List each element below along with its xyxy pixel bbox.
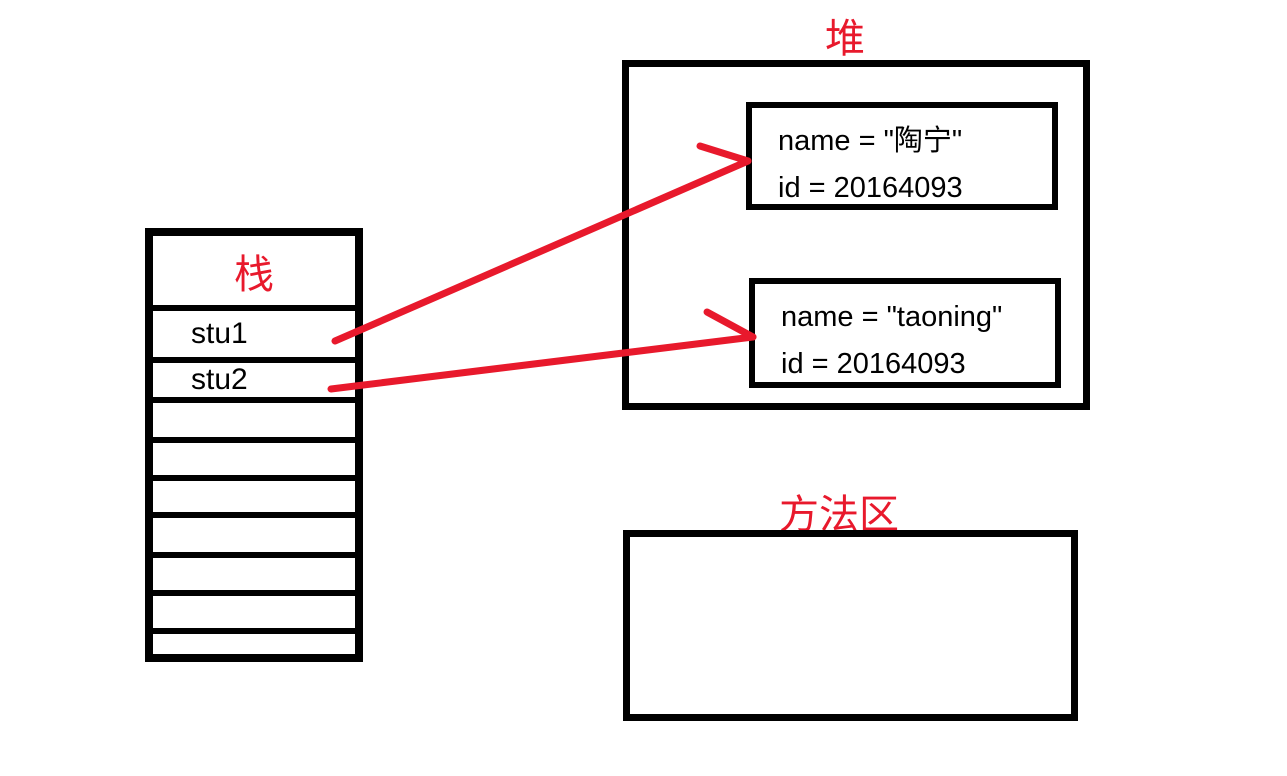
stack-box: 栈 stu1 stu2 [145,228,363,662]
stack-cell-stu2: stu2 [153,357,355,397]
stack-cell-empty [153,437,355,475]
method-area-label: 方法区 [779,493,899,537]
stack-cell-empty [153,397,355,437]
heap-label: 堆 [825,17,865,61]
object-field-name: name = "taoning" [781,301,1003,333]
stack-cell-label: stu1 [191,317,248,350]
stack-cell-label: stu2 [191,363,248,396]
heap-object-1: name = "陶宁" id = 20164093 [746,102,1058,210]
stack-cell-empty [153,512,355,552]
stack-title: 栈 [234,252,274,297]
stack-cell-stu1: stu1 [153,305,355,357]
object-field-id: id = 20164093 [778,172,963,204]
object-field-id: id = 20164093 [781,348,966,380]
stack-cell-empty [153,552,355,590]
object-field-name: name = "陶宁" [778,125,963,157]
method-area-box [623,530,1078,721]
stack-cell-empty [153,590,355,628]
heap-object-2: name = "taoning" id = 20164093 [749,278,1061,388]
stack-cell-empty [153,475,355,512]
stack-cell-empty [153,628,355,654]
